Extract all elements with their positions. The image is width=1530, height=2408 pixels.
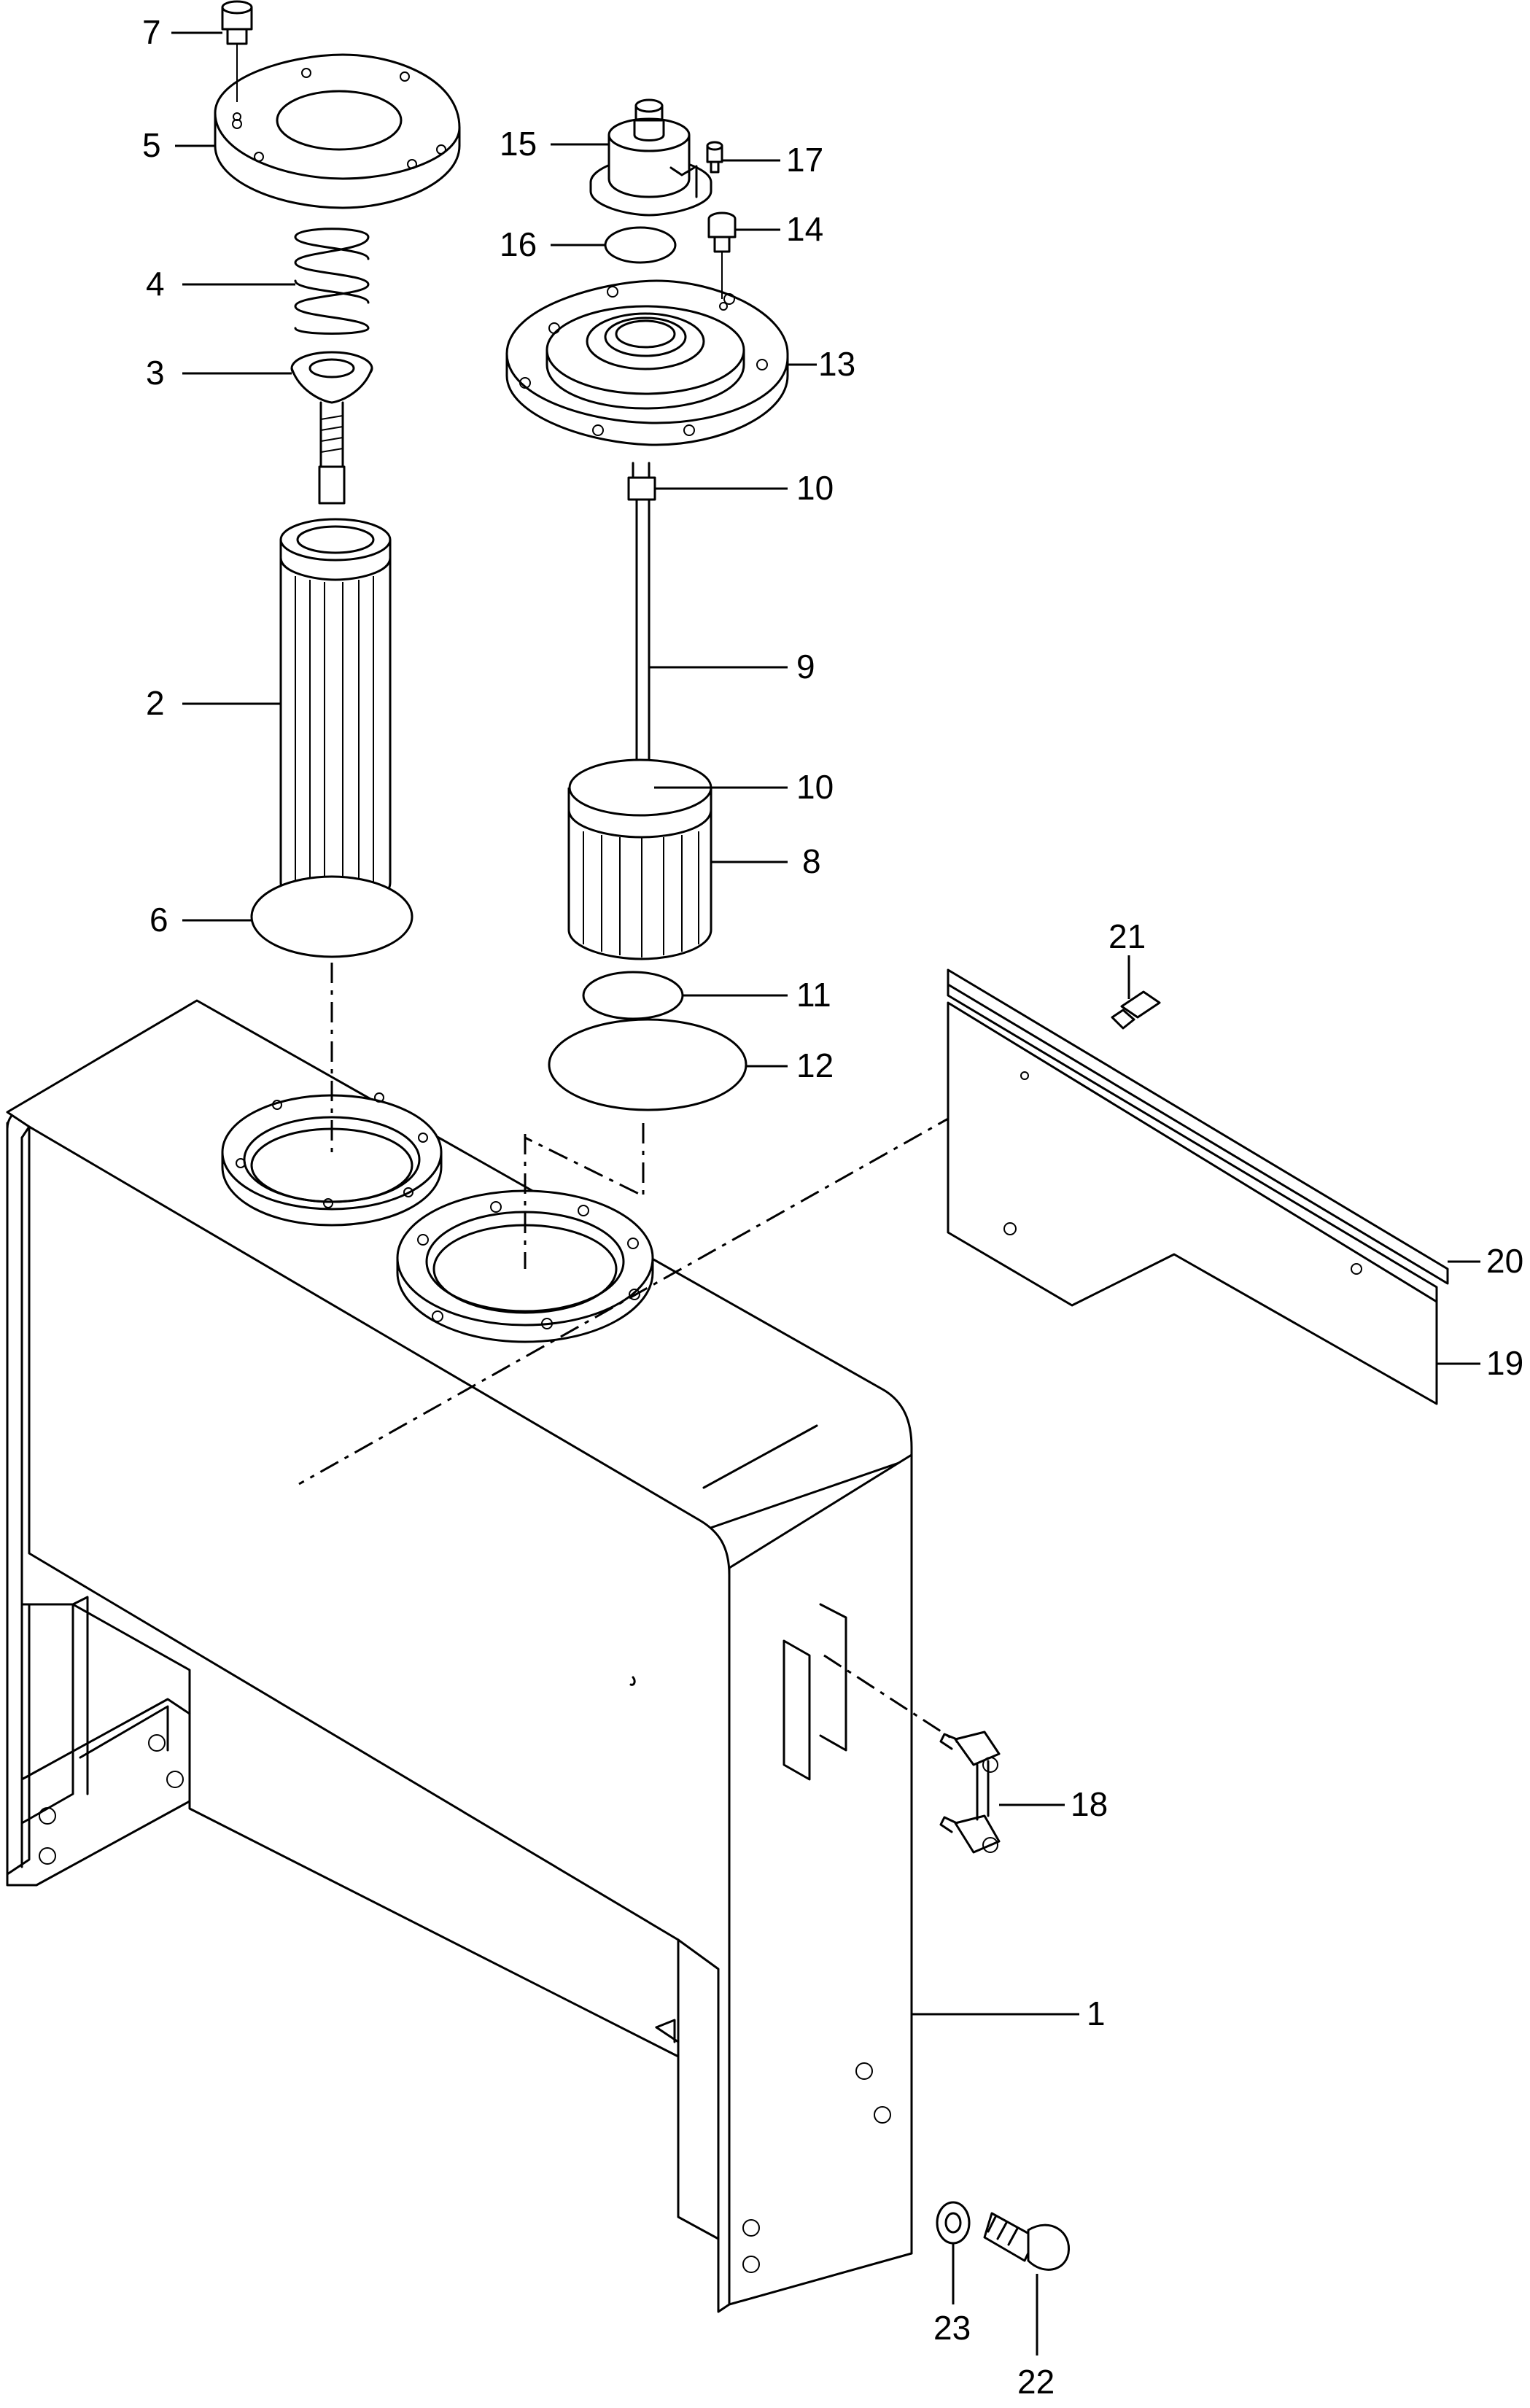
callout-8: 8 — [802, 842, 821, 880]
callout-4: 4 — [146, 265, 165, 303]
gasket-6 — [250, 875, 413, 958]
callout-18: 18 — [1071, 1785, 1108, 1823]
gasket-12 — [548, 1018, 747, 1111]
callout-23: 23 — [933, 2309, 971, 2347]
seal-11 — [582, 971, 684, 1020]
filter-cartridge — [279, 518, 392, 913]
breather-cap — [589, 98, 712, 217]
drain-plug-22 — [983, 2212, 1071, 2271]
callout-16: 16 — [500, 225, 537, 263]
callout-1: 1 — [1087, 1995, 1106, 2032]
side-plate — [947, 1001, 1438, 1405]
seal-16 — [604, 226, 677, 264]
callout-9: 9 — [796, 648, 815, 685]
callout-5: 5 — [142, 126, 161, 164]
callout-21: 21 — [1108, 917, 1146, 955]
linkage-assembly — [939, 1731, 1001, 1854]
cover-plate-5 — [214, 53, 461, 209]
callout-17: 17 — [786, 141, 823, 179]
float-rod — [627, 462, 656, 798]
callout-3: 3 — [146, 354, 165, 392]
callout-13: 13 — [818, 345, 855, 383]
bolt-7 — [221, 0, 253, 121]
leader-lines — [171, 31, 1480, 2355]
bypass-valve — [290, 351, 373, 505]
cover-plate-13 — [505, 279, 789, 446]
callout-14: 14 — [786, 210, 823, 248]
spring — [294, 228, 370, 335]
callout-10b: 10 — [796, 768, 834, 806]
callout-15: 15 — [500, 125, 537, 163]
callout-6: 6 — [149, 901, 168, 939]
washer-23 — [936, 2201, 971, 2245]
callout-2: 2 — [146, 684, 165, 722]
screw-21 — [1111, 990, 1161, 1030]
tank-body — [6, 999, 913, 2313]
callout-19: 19 — [1486, 1344, 1523, 1382]
screw-17 — [706, 141, 723, 174]
callout-10a: 10 — [796, 469, 834, 507]
callout-7: 7 — [142, 13, 161, 51]
callout-20: 20 — [1486, 1242, 1523, 1280]
suction-strainer — [567, 758, 712, 960]
callout-22: 22 — [1017, 2363, 1055, 2401]
callout-12: 12 — [796, 1046, 834, 1084]
bolt-14 — [707, 211, 737, 311]
callout-11: 11 — [796, 976, 831, 1014]
edge-strip — [947, 968, 1449, 1303]
assembly-lines — [298, 963, 1025, 1752]
callout-labels: 7 5 4 3 2 6 15 17 16 14 13 10 9 10 8 11 … — [142, 13, 1523, 2401]
